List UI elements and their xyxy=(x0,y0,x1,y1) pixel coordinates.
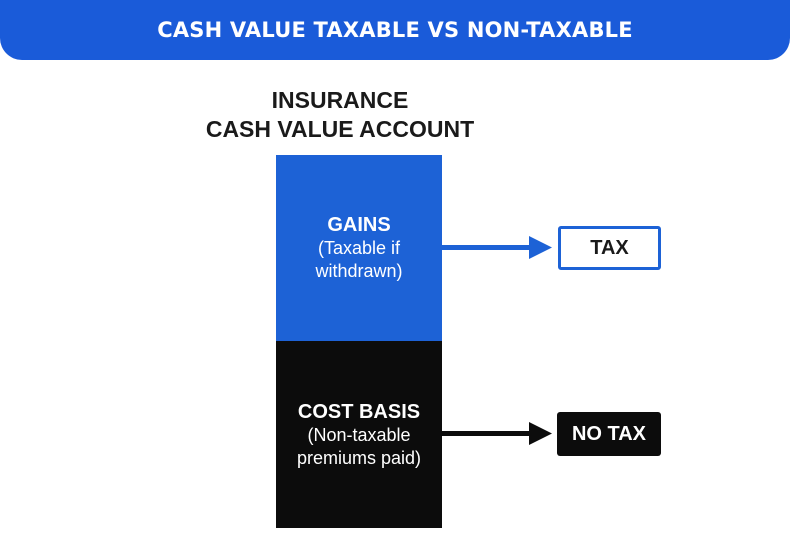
cost-basis-label: COST BASIS xyxy=(297,400,421,423)
page-title: CASH VALUE TAXABLE VS NON-TAXABLE xyxy=(157,18,633,42)
gains-label: GAINS xyxy=(327,214,391,236)
account-title: INSURANCE CASH VALUE ACCOUNT xyxy=(180,86,500,144)
account-title-line2: CASH VALUE ACCOUNT xyxy=(205,116,475,142)
cost-basis-block: COST BASIS (Non-taxable premiums paid) xyxy=(276,341,442,528)
tax-result-label: TAX xyxy=(590,236,629,259)
cost-basis-note-line1: (Non-taxable xyxy=(307,424,411,445)
gains-arrow xyxy=(442,236,552,259)
gains-note-line2: withdrawn) xyxy=(315,261,403,281)
gains-note-line1: (Taxable if xyxy=(317,238,401,258)
no-tax-result-box: NO TAX xyxy=(557,412,661,456)
account-title-line1: INSURANCE xyxy=(271,87,409,113)
tax-result-box: TAX xyxy=(558,226,661,270)
cost-basis-note-line2: premiums paid) xyxy=(296,447,422,468)
cost-basis-arrow xyxy=(442,422,552,445)
no-tax-result-label: NO TAX xyxy=(571,422,647,445)
header-banner: CASH VALUE TAXABLE VS NON-TAXABLE xyxy=(0,0,790,60)
gains-block: GAINS (Taxable if withdrawn) xyxy=(276,155,442,341)
